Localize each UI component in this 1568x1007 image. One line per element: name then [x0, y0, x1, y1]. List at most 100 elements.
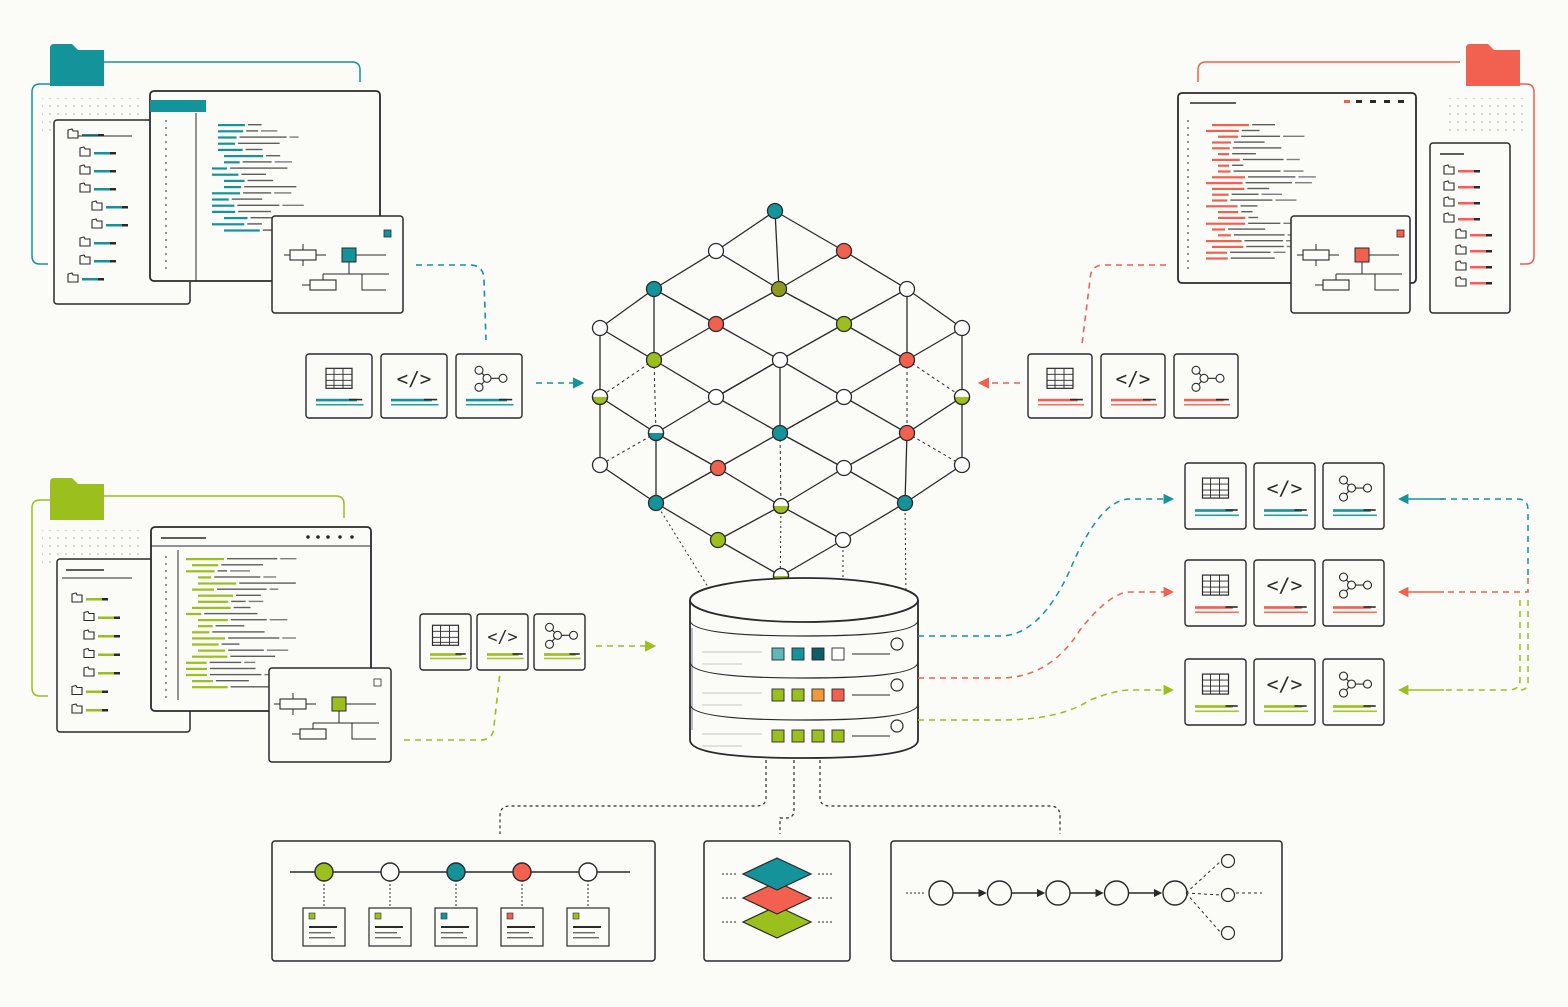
folder-icon[interactable] [1443, 196, 1455, 207]
graph-node-r3a[interactable] [591, 319, 609, 337]
graph-node-r1b[interactable] [835, 242, 853, 260]
table-card[interactable] [1184, 658, 1247, 726]
graph-node-r8b[interactable] [772, 497, 790, 515]
card-frame[interactable] [1184, 658, 1247, 726]
timeline-card[interactable] [368, 907, 412, 947]
folder-icon[interactable] [83, 666, 95, 677]
graph-node-r6a[interactable] [647, 424, 665, 442]
graph-node-r2c[interactable] [898, 280, 916, 298]
graph-node-r7b[interactable] [709, 459, 727, 477]
folder-icon[interactable] [1443, 180, 1455, 191]
graph-card[interactable] [1173, 353, 1239, 419]
folder-icon[interactable] [83, 647, 95, 659]
folder-icon[interactable] [1443, 164, 1455, 175]
panel-frame[interactable] [890, 840, 1283, 962]
code-card[interactable]: </> [380, 353, 448, 419]
table-card[interactable] [305, 353, 373, 419]
pipeline-leaf[interactable] [1220, 887, 1236, 903]
folder-icon[interactable] [1443, 212, 1455, 223]
folder-icon[interactable] [50, 478, 104, 520]
panel-frame[interactable] [271, 840, 656, 962]
db-port[interactable] [890, 719, 904, 733]
card-frame[interactable] [1253, 559, 1316, 627]
folder-icon[interactable] [79, 236, 91, 247]
card-frame[interactable] [1322, 658, 1385, 726]
card-frame[interactable] [455, 353, 523, 419]
graph-node-r5c[interactable] [835, 388, 853, 406]
pipeline-leaf[interactable] [1220, 925, 1236, 941]
graph-node-r4a[interactable] [645, 351, 663, 369]
graph-card[interactable] [533, 613, 586, 671]
folder-icon[interactable] [91, 200, 103, 211]
card-frame[interactable] [1184, 462, 1247, 530]
folder-icon[interactable] [1455, 244, 1467, 255]
timeline-node[interactable] [314, 862, 334, 882]
folder-icon[interactable] [83, 610, 95, 622]
pipeline-stage[interactable] [1103, 880, 1130, 906]
folder-icon[interactable] [1455, 276, 1467, 287]
graph-node-r7c[interactable] [835, 459, 853, 477]
graph-node-r3c[interactable] [835, 315, 853, 333]
card-frame[interactable] [1253, 658, 1316, 726]
graph-node-r7d[interactable] [953, 456, 971, 474]
graph-node-r6b[interactable] [771, 424, 789, 442]
card-frame[interactable] [1322, 462, 1385, 530]
folder-icon[interactable] [83, 629, 95, 640]
timeline-node[interactable] [446, 862, 466, 882]
folder-icon[interactable] [79, 254, 91, 265]
code-card[interactable]: </> [1253, 462, 1316, 530]
folder-icon[interactable] [71, 703, 83, 714]
graph-node-r2b[interactable] [770, 280, 788, 298]
graph-database[interactable] [689, 577, 919, 759]
db-shard-row[interactable] [702, 678, 904, 706]
card-frame[interactable] [1100, 353, 1166, 419]
graph-node-r7a[interactable] [591, 456, 609, 474]
graph-card[interactable] [1322, 658, 1385, 726]
graph-node-r6c[interactable] [898, 424, 916, 442]
editor-tab[interactable] [150, 100, 206, 112]
code-card[interactable]: </> [1253, 658, 1316, 726]
timeline-card[interactable] [434, 907, 478, 947]
timeline-card[interactable] [500, 907, 544, 947]
pipeline-leaf[interactable] [1220, 853, 1236, 869]
timeline-card[interactable] [302, 907, 346, 947]
table-card[interactable] [1184, 462, 1247, 530]
graph-node-r4b[interactable] [771, 351, 789, 369]
diagram-preview-panel[interactable] [268, 667, 392, 763]
graph-node-r5b[interactable] [707, 388, 725, 406]
db-shard-row[interactable] [702, 719, 904, 747]
pipeline-stage[interactable] [1045, 880, 1071, 906]
graph-card[interactable] [455, 353, 523, 419]
folder-icon[interactable] [1455, 260, 1467, 271]
db-port[interactable] [890, 678, 904, 692]
timeline-node[interactable] [380, 862, 400, 882]
folder-icon[interactable] [79, 164, 91, 175]
graph-node-r8a[interactable] [647, 494, 665, 512]
folder-icon[interactable] [1455, 228, 1467, 239]
pipeline-output-panel[interactable] [890, 840, 1283, 962]
folder-icon[interactable] [79, 182, 91, 193]
db-port[interactable] [890, 637, 904, 651]
card-frame[interactable] [380, 353, 448, 419]
code-card[interactable]: </> [1253, 559, 1316, 627]
timeline-node[interactable] [512, 862, 532, 882]
card-frame[interactable] [533, 613, 586, 671]
folder-icon[interactable] [91, 218, 103, 229]
card-frame[interactable] [1184, 559, 1247, 627]
graph-node-r3d[interactable] [953, 319, 971, 337]
card-frame[interactable] [305, 353, 373, 419]
graph-node-r9a[interactable] [709, 531, 727, 549]
folder-icon[interactable] [67, 272, 79, 283]
code-card[interactable]: </> [476, 613, 529, 671]
timeline-card[interactable] [566, 907, 610, 947]
file-tree-panel[interactable] [1429, 142, 1511, 314]
folder-icon[interactable] [71, 684, 83, 696]
table-card[interactable] [1184, 559, 1247, 627]
graph-node-r9b[interactable] [834, 531, 852, 549]
layer-stack-output-panel[interactable] [703, 840, 851, 962]
card-frame[interactable] [1322, 559, 1385, 627]
folder-icon[interactable] [79, 146, 91, 157]
graph-node-r2a[interactable] [645, 280, 663, 298]
card-frame[interactable] [1253, 462, 1316, 530]
folder-icon[interactable] [1466, 44, 1520, 86]
